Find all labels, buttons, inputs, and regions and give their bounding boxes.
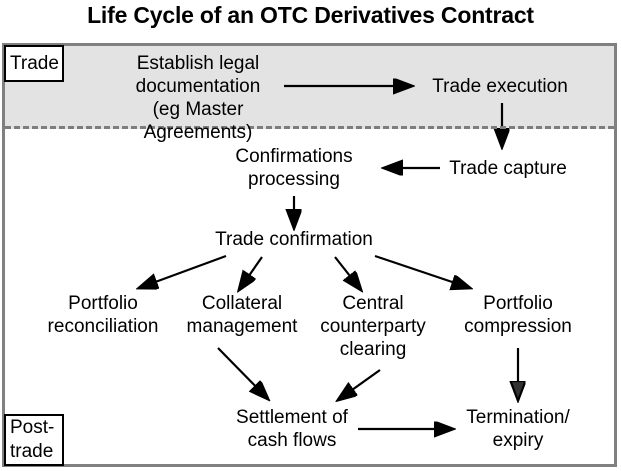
node-establish-legal-documentation: Establish legal documentation (eg Master… [135,53,261,143]
edge-confirmation-to-collateral-management [239,256,263,290]
node-trade-execution: Trade execution [432,76,568,97]
edge-collateral-to-settlement [217,347,268,399]
diagram-frame [2,43,617,467]
node-trade-capture: Trade capture [449,158,567,179]
phase-label-trade: Trade [4,45,64,82]
edge-confirmation-to-central-counterparty-clearing [334,256,361,290]
node-collateral-management: Collateral management [186,293,298,337]
phase-label-post-trade: Post- trade [4,414,64,466]
phase-label-trade-text: Trade [10,52,59,74]
edge-ccp-to-settlement [338,369,381,400]
edge-confirmation-to-portfolio-compression [374,254,470,288]
page-title: Life Cycle of an OTC Derivatives Contrac… [87,2,534,28]
node-settlement-of-cash-flows: Settlement of cash flows [236,407,348,451]
phase-label-post-trade-text: Post- trade [10,417,55,462]
edge-confirmation-to-portfolio-reconciliation [139,254,227,288]
phase-divider [5,126,614,129]
node-portfolio-compression: Portfolio compression [464,293,572,337]
node-portfolio-reconciliation: Portfolio reconciliation [47,293,159,337]
node-trade-confirmation: Trade confirmation [215,229,373,250]
node-central-counterparty-clearing: Central counterparty clearing [320,293,426,360]
node-confirmations-processing: Confirmations processing [235,146,353,190]
node-termination-expiry: Termination/ expiry [466,407,570,451]
trade-phase-band [5,46,614,129]
